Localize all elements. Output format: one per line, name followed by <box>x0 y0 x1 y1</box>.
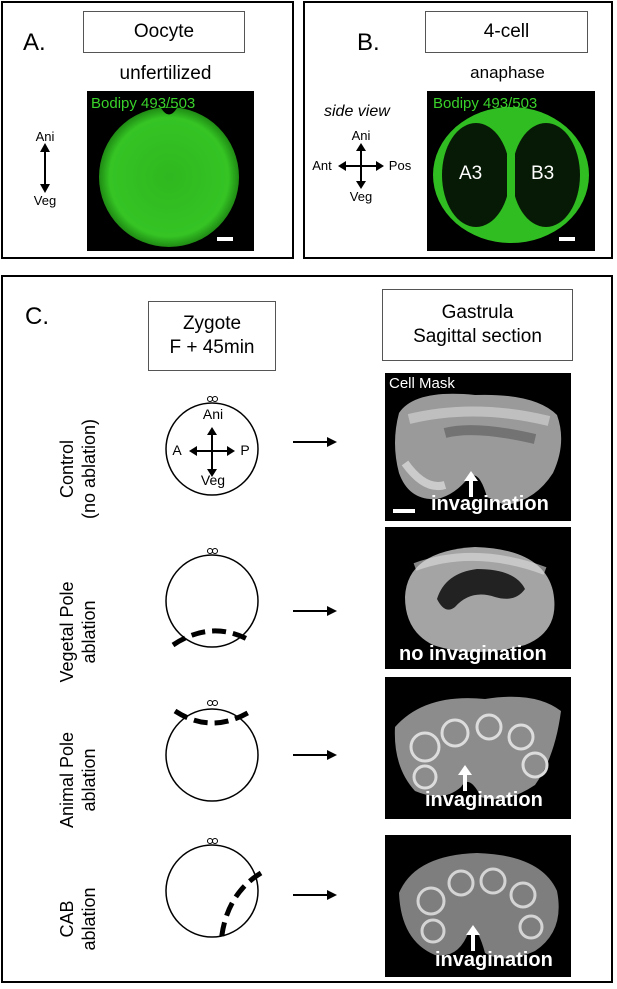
panel-a-axis-bottom: Veg <box>33 193 57 208</box>
up-arrow-icon <box>458 765 472 791</box>
panel-b-subtitle: anaphase <box>470 63 545 82</box>
gastrula-cab-micrograph: invagination <box>385 835 571 977</box>
panel-b-axis-bottom: Veg <box>349 189 373 204</box>
row-vegetal-label: Vegetal Pole ablation <box>57 581 99 683</box>
panel-a-axis-top: Ani <box>35 129 55 144</box>
panel-c-scale-bar <box>393 509 415 513</box>
panel-a-title: Oocyte <box>133 21 195 42</box>
row-animal-label: Animal Pole ablation <box>57 731 99 829</box>
row-vegetal-result: no invagination <box>399 643 547 665</box>
gastrula-vegetal-micrograph: no invagination <box>385 527 571 669</box>
cell-mask-label: Cell Mask <box>389 375 455 392</box>
oocyte-micrograph: Bodipy 493/503 <box>87 91 254 251</box>
right-arrow-icon <box>293 606 337 616</box>
right-arrow-icon <box>293 890 337 900</box>
panel-b-axis-right: Pos <box>388 158 412 173</box>
row-animal-result: invagination <box>425 789 543 811</box>
panel-a-scale-bar <box>217 237 233 241</box>
up-arrow-icon <box>464 471 478 497</box>
zygote-cab-ablation-diagram <box>165 838 263 944</box>
cell-b3-label: B3 <box>531 163 555 184</box>
up-arrow-icon <box>466 925 480 951</box>
panel-b-scale-bar <box>559 237 575 241</box>
gastrula-title-box: Gastrula Sagittal section <box>382 289 573 361</box>
panel-a-stain: Bodipy 493/503 <box>91 95 196 112</box>
vertical-double-arrow-icon <box>40 143 50 193</box>
right-arrow-icon <box>293 437 337 447</box>
zygote-title-line2: F + 45min <box>169 337 255 358</box>
row-cab-result: invagination <box>435 949 553 971</box>
panel-c: C. Zygote F + 45min Gastrula Sagittal se… <box>1 275 613 983</box>
four-cell-micrograph: Bodipy 493/503 A3 B3 <box>427 91 595 251</box>
panel-a-letter: A. <box>23 29 46 56</box>
panel-b-title-box: 4-cell <box>425 11 588 53</box>
panel-a-subtitle: unfertilized <box>119 63 212 84</box>
panel-a: A. Oocyte unfertilized Ani Veg Bodipy 49… <box>1 1 294 259</box>
diagram-axis-left: A <box>172 442 182 458</box>
panel-b-axis-left: Ant <box>312 158 332 173</box>
gastrula-animal-micrograph: invagination <box>385 677 571 819</box>
panel-b-axis-top: Ani <box>351 128 371 143</box>
four-way-arrow-icon <box>338 143 384 189</box>
zygote-vegetal-ablation-diagram <box>165 548 259 648</box>
row-control-result: invagination <box>431 493 549 515</box>
panel-b-letter: B. <box>357 29 380 56</box>
panel-b-view: side view <box>324 103 390 120</box>
zygote-control-diagram <box>165 396 259 496</box>
gastrula-control-micrograph: Cell Mask invagination <box>385 373 571 521</box>
right-arrow-icon <box>293 750 337 760</box>
zygote-title-line1: Zygote <box>182 313 242 334</box>
panel-b-title: 4-cell <box>483 21 530 42</box>
zygote-title-box: Zygote F + 45min <box>148 301 276 371</box>
gastrula-title-line2: Sagittal section <box>413 326 542 347</box>
panel-c-letter: C. <box>25 303 49 330</box>
row-cab-label: CAB ablation <box>57 887 99 951</box>
panel-b: B. 4-cell anaphase side view Ani Ant Pos… <box>303 1 613 259</box>
panel-b-stain: Bodipy 493/503 <box>433 95 538 112</box>
gastrula-title-line1: Gastrula <box>441 302 514 323</box>
zygote-animal-ablation-diagram <box>165 700 259 802</box>
row-control-label: Control (no ablation) <box>57 418 99 520</box>
cell-a3-label: A3 <box>459 163 483 184</box>
diagram-axis-bottom: Veg <box>200 472 226 488</box>
diagram-axis-right: P <box>240 442 250 458</box>
panel-a-title-box: Oocyte <box>83 11 245 53</box>
diagram-axis-top: Ani <box>202 406 224 422</box>
